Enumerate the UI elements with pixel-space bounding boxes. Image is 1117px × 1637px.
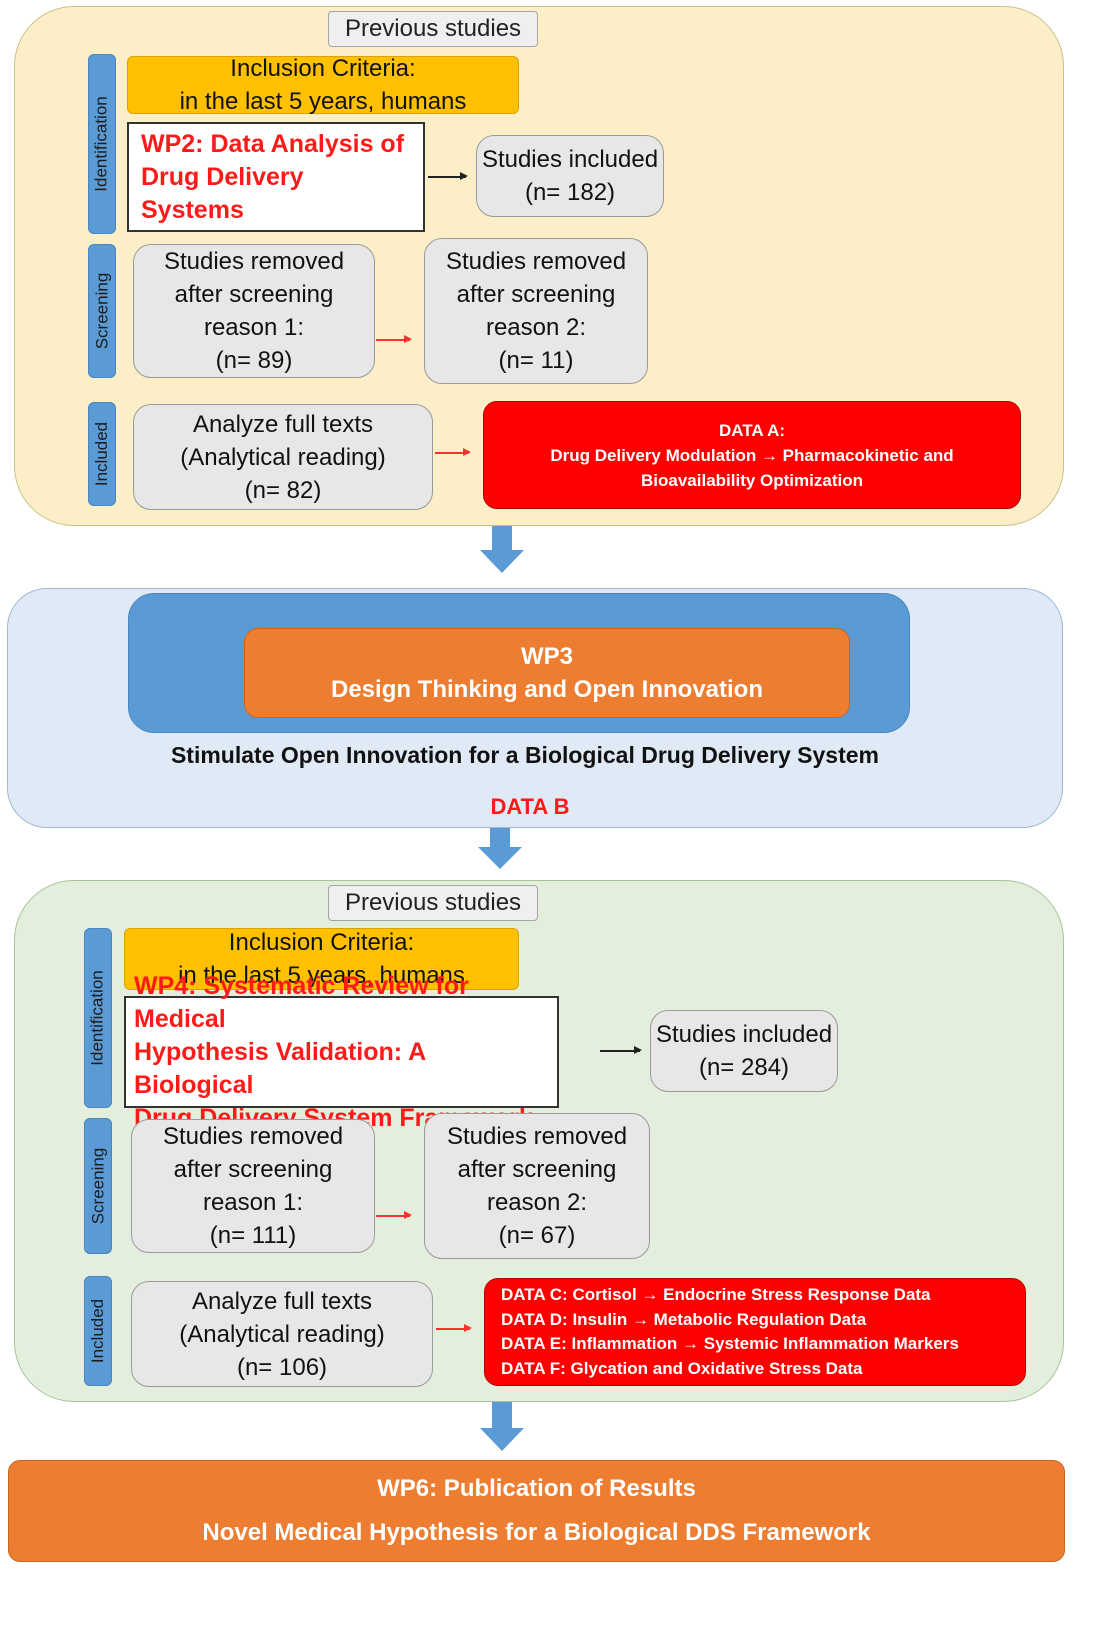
section3-previous-studies-label: Previous studies	[328, 885, 538, 921]
side-included-text: Included	[92, 421, 111, 487]
removed1-count: (n= 89)	[215, 347, 293, 374]
section3-studies-included: Studies included (n= 284)	[650, 1010, 838, 1092]
criteria-line1: Inclusion Criteria:	[230, 55, 416, 82]
criteria-line2: in the last 5 years, humans	[178, 962, 465, 989]
section1-arrow-to-data-a	[435, 449, 471, 455]
wp3-subtitle: Design Thinking and Open Innovation	[331, 676, 763, 703]
studies-included-line1: Studies included	[655, 1021, 833, 1048]
data-c-line: DATA C: Cortisol → Endocrine Stress Resp…	[501, 1285, 931, 1304]
section1-previous-studies-label: Previous studies	[328, 11, 538, 47]
data-b-label: DATA B	[490, 794, 570, 819]
section3-arrow-to-data	[436, 1325, 472, 1331]
down-arrow-2	[478, 828, 522, 869]
wp6-box: WP6: Publication of Results Novel Medica…	[8, 1460, 1065, 1562]
section1-inclusion-criteria: Inclusion Criteria: in the last 5 years,…	[127, 55, 519, 115]
data-f-line: DATA F: Glycation and Oxidative Stress D…	[501, 1358, 863, 1378]
data-a-box: DATA A: Drug Delivery Modulation → Pharm…	[483, 401, 1021, 509]
side-screening-text: Screening	[88, 1147, 107, 1225]
side-screening-text: Screening	[92, 272, 111, 350]
criteria-line1: Inclusion Criteria:	[228, 929, 415, 956]
wp4-box: WP4: Systematic Review for Medical Hypot…	[124, 972, 559, 1132]
side-identification-text: Identification	[88, 970, 108, 1066]
down-arrow-1	[480, 526, 524, 573]
removed1-line2: after screening	[173, 1156, 333, 1183]
fulltext-count: (n= 82)	[244, 476, 322, 504]
section1-side-identification: Identification	[88, 54, 116, 234]
section3-side-identification: Identification	[84, 928, 112, 1108]
section3-fulltext: Analyze full texts (Analytical reading) …	[131, 1281, 433, 1387]
wp2-line1: WP2: Data Analysis of	[141, 129, 405, 158]
section1-arrow-to-included	[428, 173, 468, 179]
removed2-line3: reason 2:	[486, 1189, 588, 1216]
data-d-line: DATA D: Insulin → Metabolic Regulation D…	[501, 1309, 867, 1329]
fulltext-line2: (Analytical reading)	[180, 443, 386, 471]
section3-inclusion-criteria: Inclusion Criteria: in the last 5 years,…	[124, 928, 519, 990]
removed2-line2: after screening	[457, 1156, 617, 1183]
studies-included-count: (n= 182)	[524, 179, 616, 206]
side-included-text: Included	[88, 1298, 107, 1364]
removed1-line3: reason 1:	[202, 1189, 304, 1216]
removed2-count: (n= 67)	[498, 1222, 576, 1249]
removed1-count: (n= 111)	[209, 1222, 297, 1249]
fulltext-line1: Analyze full texts	[192, 410, 374, 438]
removed2-line1: Studies removed	[446, 1123, 628, 1150]
wp3-title: WP3	[520, 643, 573, 670]
wp4-line1: WP4: Systematic Review for Medical	[134, 971, 469, 1033]
studies-included-count: (n= 284)	[698, 1054, 790, 1081]
studies-included-line1: Studies included	[481, 146, 659, 173]
section3-removed-reason1: Studies removed after screening reason 1…	[131, 1119, 375, 1253]
section3-arrow-screening	[376, 1212, 412, 1218]
section1-arrow-screening	[376, 336, 412, 342]
removed1-line1: Studies removed	[163, 248, 345, 275]
removed2-line3: reason 2:	[485, 314, 587, 341]
stimulate-text: Stimulate Open Innovation for a Biologic…	[170, 742, 880, 768]
previous-studies-text: Previous studies	[344, 889, 522, 916]
wp4-line2: Hypothesis Validation: A Biological	[134, 1037, 426, 1099]
removed2-count: (n= 11)	[498, 347, 574, 374]
down-arrow-3	[480, 1402, 524, 1451]
removed1-line3: reason 1:	[203, 314, 305, 341]
data-a-title: DATA A:	[718, 420, 786, 440]
section3-removed-reason2: Studies removed after screening reason 2…	[424, 1113, 650, 1259]
section1-fulltext: Analyze full texts (Analytical reading) …	[133, 404, 433, 510]
removed2-line2: after screening	[456, 281, 616, 308]
section1-removed-reason2: Studies removed after screening reason 2…	[424, 238, 648, 384]
section3-arrow-to-included	[600, 1047, 642, 1053]
data-e-line: DATA E: Inflammation → Systemic Inflamma…	[501, 1334, 959, 1353]
previous-studies-text: Previous studies	[344, 15, 522, 42]
side-identification-text: Identification	[92, 96, 112, 192]
section1-side-included: Included	[88, 402, 116, 506]
section3-side-screening: Screening	[84, 1118, 112, 1254]
removed1-line1: Studies removed	[162, 1123, 344, 1150]
criteria-line2: in the last 5 years, humans	[179, 88, 467, 115]
section1-studies-included: Studies included (n= 182)	[476, 135, 664, 217]
wp3-box: WP3 Design Thinking and Open Innovation	[244, 628, 850, 718]
section3-side-included: Included	[84, 1276, 112, 1386]
fulltext-count: (n= 106)	[236, 1353, 328, 1381]
section1-removed-reason1: Studies removed after screening reason 1…	[133, 244, 375, 378]
wp2-line2: Drug Delivery Systems	[141, 162, 304, 224]
fulltext-line2: (Analytical reading)	[179, 1320, 385, 1348]
fulltext-line1: Analyze full texts	[191, 1287, 373, 1315]
wp6-subtitle: Novel Medical Hypothesis for a Biologica…	[202, 1519, 871, 1546]
wp2-box: WP2: Data Analysis of Drug Delivery Syst…	[127, 122, 425, 232]
wp6-title: WP6: Publication of Results	[377, 1475, 696, 1502]
data-cdef-box: DATA C: Cortisol → Endocrine Stress Resp…	[484, 1278, 1026, 1386]
removed2-line1: Studies removed	[445, 248, 627, 275]
data-a-line3: Bioavailability Optimization	[641, 470, 863, 490]
section1-side-screening: Screening	[88, 244, 116, 378]
data-a-line2: Drug Delivery Modulation → Pharmacokinet…	[550, 445, 954, 465]
removed1-line2: after screening	[174, 281, 334, 308]
